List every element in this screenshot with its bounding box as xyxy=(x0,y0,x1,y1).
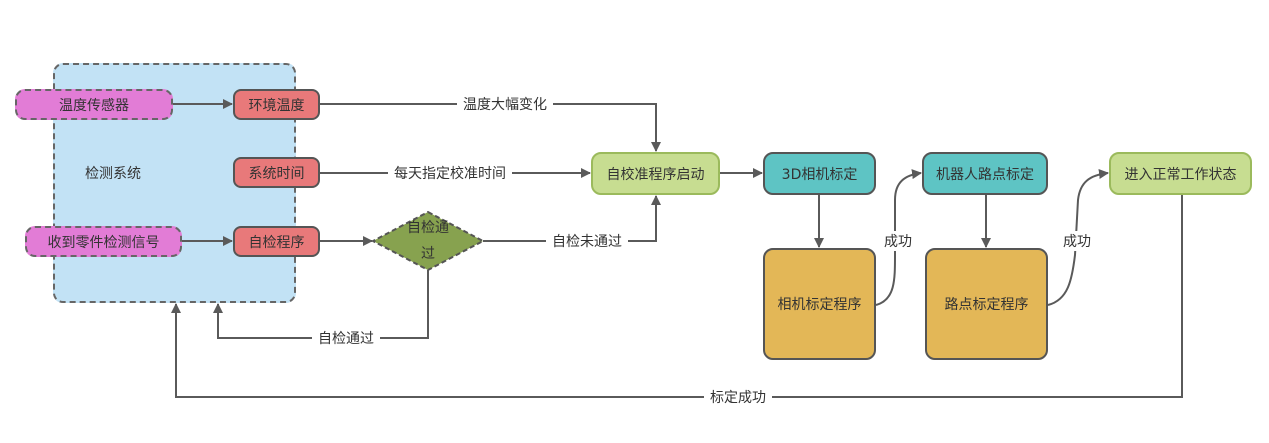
temperature-sensor-node: 温度传感器 xyxy=(15,89,173,120)
edge-label-success-1: 成功 xyxy=(878,231,918,251)
camera-calibration-program-node: 相机标定程序 xyxy=(763,248,876,360)
self-calibration-start-node: 自校准程序启动 xyxy=(591,152,720,195)
edge-calib-success xyxy=(171,195,1183,398)
system-time-node: 系统时间 xyxy=(233,157,320,188)
edge-temp-change xyxy=(320,103,661,152)
part-detection-signal-node: 收到零件检测信号 xyxy=(25,226,182,257)
self-check-program-node: 自检程序 xyxy=(233,226,320,257)
self-check-pass-decision-label: 自检通过 xyxy=(407,220,449,262)
robot-waypoint-calibration-node: 机器人路点标定 xyxy=(922,152,1048,195)
normal-working-state-node: 进入正常工作状态 xyxy=(1109,152,1252,195)
edge-check-fail xyxy=(483,195,661,242)
3d-camera-calibration-node: 3D相机标定 xyxy=(763,152,876,195)
edge-success-1 xyxy=(875,169,922,306)
edge-label-check-pass: 自检通过 xyxy=(312,328,380,348)
edge-label-check-fail: 自检未通过 xyxy=(546,231,628,251)
edge-label-calib-success: 标定成功 xyxy=(704,387,772,407)
edge-success-2 xyxy=(1047,169,1109,306)
edge-label-temp-change: 温度大幅变化 xyxy=(457,94,553,114)
edge-label-success-2: 成功 xyxy=(1057,231,1097,251)
waypoint-calibration-program-node: 路点标定程序 xyxy=(925,248,1048,360)
edge-label-daily-time: 每天指定校准时间 xyxy=(388,163,512,183)
environment-temperature-node: 环境温度 xyxy=(233,89,320,120)
decision-diamond xyxy=(370,210,486,272)
detection-system-label: 检测系统 xyxy=(85,166,141,182)
